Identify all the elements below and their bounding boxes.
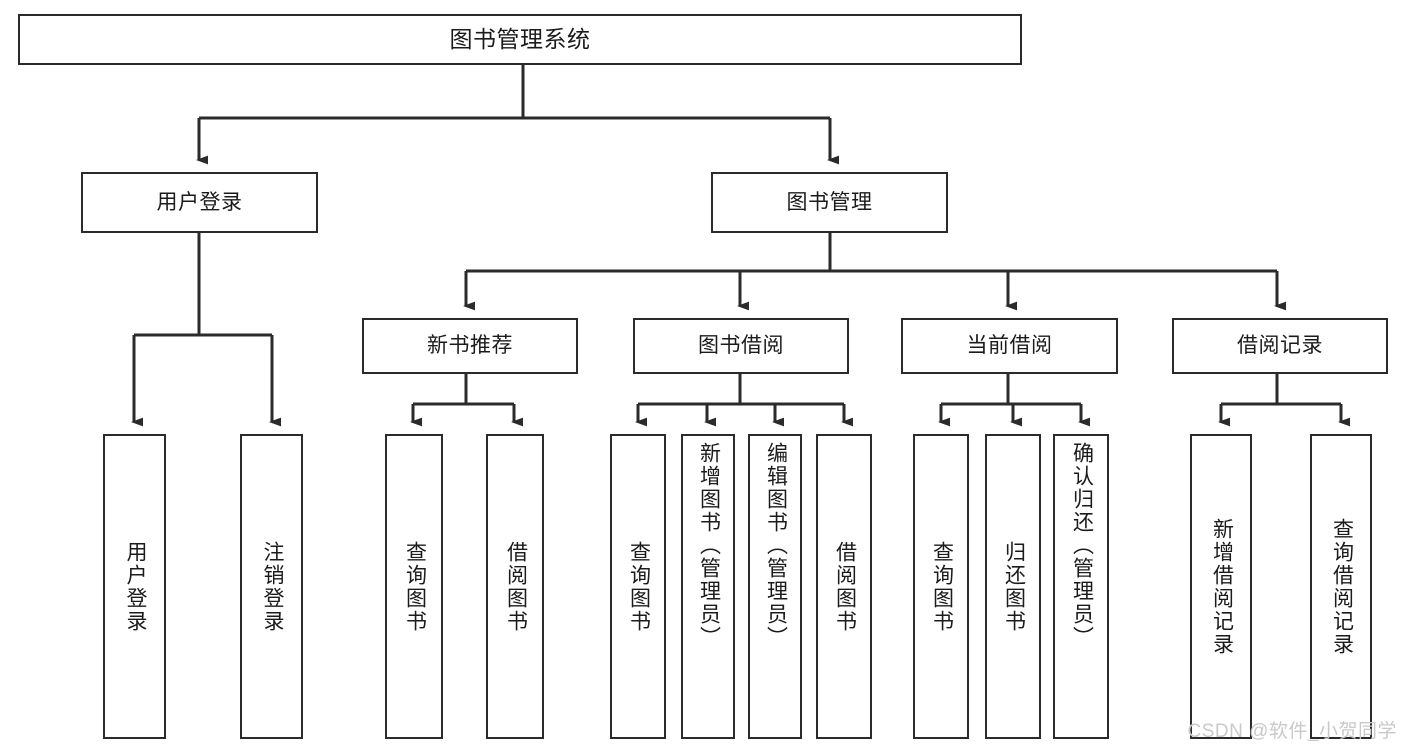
node-leaf-query-book-borrow[interactable]: 查询图书 — [610, 434, 666, 739]
node-leaf-borrow-book[interactable]: 借阅图书 — [816, 434, 872, 739]
node-label: 新增图书（管理员） — [697, 442, 721, 649]
node-label: 借阅记录 — [1237, 334, 1323, 358]
node-label: 查询借阅记录 — [1330, 517, 1354, 656]
node-leaf-confirm-return[interactable]: 确认归还（管理员） — [1053, 434, 1109, 739]
node-book-borrow[interactable]: 图书借阅 — [633, 318, 849, 374]
node-label: 注销登录 — [260, 540, 284, 633]
node-label: 归还图书 — [1002, 540, 1026, 633]
node-label: 借阅图书 — [504, 540, 528, 633]
node-book-manage[interactable]: 图书管理 — [711, 172, 948, 233]
node-label: 当前借阅 — [966, 334, 1053, 358]
node-leaf-query-record[interactable]: 查询借阅记录 — [1310, 434, 1372, 739]
node-label: 图书管理系统 — [449, 25, 591, 52]
node-leaf-query-book-rec[interactable]: 查询图书 — [385, 434, 443, 739]
node-leaf-user-login[interactable]: 用户登录 — [103, 434, 166, 739]
node-label: 用户登录 — [156, 190, 243, 214]
node-leaf-user-logout[interactable]: 注销登录 — [240, 434, 303, 739]
node-root[interactable]: 图书管理系统 — [18, 14, 1022, 65]
node-leaf-return-book[interactable]: 归还图书 — [985, 434, 1041, 739]
node-leaf-add-book[interactable]: 新增图书（管理员） — [681, 434, 735, 739]
node-label: 新书推荐 — [427, 334, 513, 358]
node-label: 图书管理 — [786, 190, 873, 214]
node-leaf-add-record[interactable]: 新增借阅记录 — [1190, 434, 1252, 739]
node-leaf-borrow-book-rec[interactable]: 借阅图书 — [486, 434, 544, 739]
csdn-watermark: CSDN @软件_小贺同学 — [1187, 721, 1397, 742]
node-label: 编辑图书（管理员） — [764, 442, 788, 649]
node-user-login[interactable]: 用户登录 — [81, 172, 318, 233]
node-label: 借阅图书 — [833, 540, 857, 633]
node-label: 查询图书 — [403, 540, 427, 633]
node-label: 用户登录 — [123, 540, 147, 633]
node-current-borrow[interactable]: 当前借阅 — [901, 318, 1118, 374]
node-borrow-record[interactable]: 借阅记录 — [1172, 318, 1388, 374]
node-label: 查询图书 — [930, 540, 954, 633]
node-label: 确认归还（管理员） — [1070, 442, 1094, 649]
node-label: 新增借阅记录 — [1210, 517, 1234, 656]
node-label: 图书借阅 — [698, 334, 784, 358]
node-leaf-query-book-current[interactable]: 查询图书 — [913, 434, 969, 739]
node-label: 查询图书 — [627, 540, 651, 633]
node-new-book-rec[interactable]: 新书推荐 — [362, 318, 578, 374]
node-leaf-edit-book[interactable]: 编辑图书（管理员） — [748, 434, 802, 739]
